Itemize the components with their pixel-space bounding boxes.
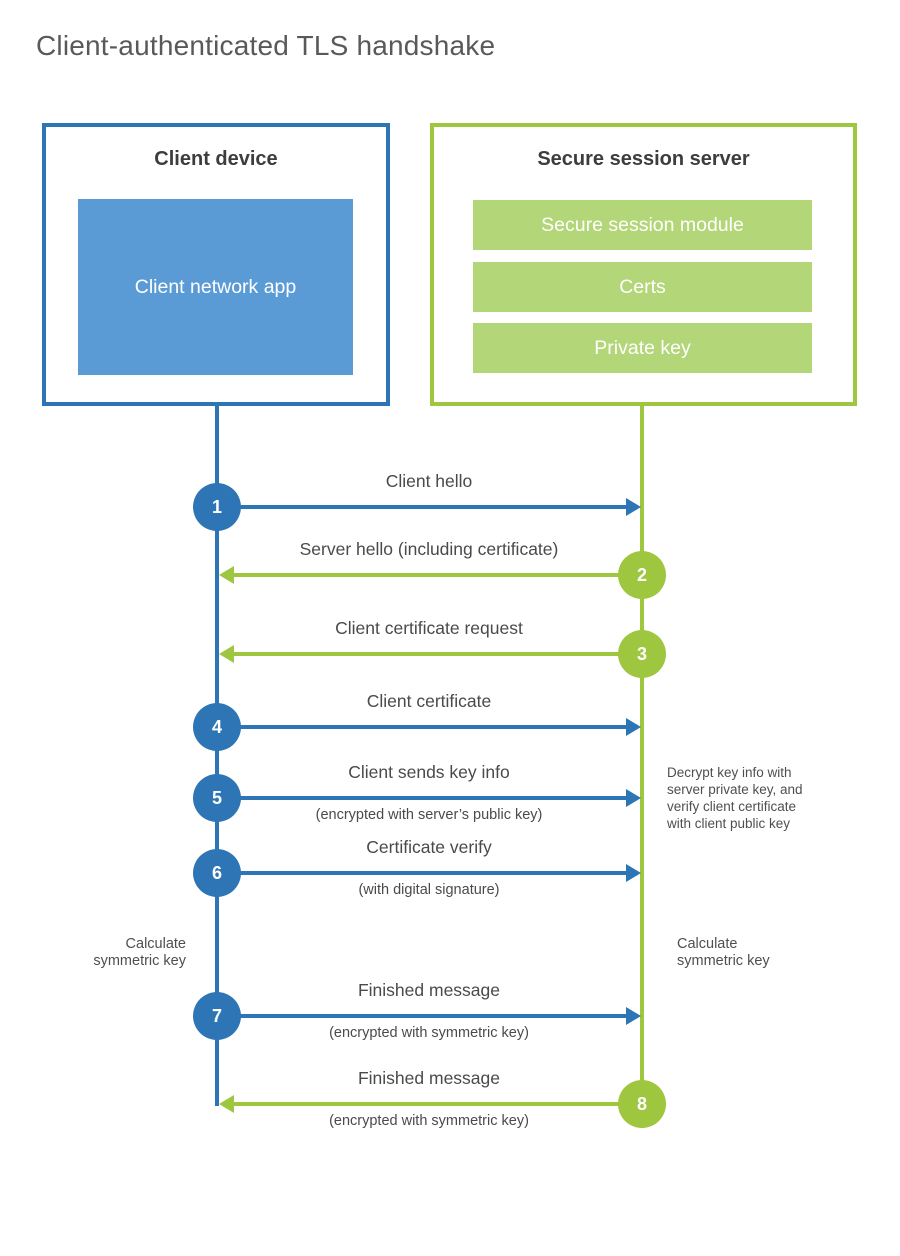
- arrow-right-icon: [626, 1007, 641, 1025]
- arrow-shaft: [217, 1014, 626, 1018]
- secure-session-server-box: Secure session server Secure session mod…: [430, 123, 857, 406]
- step-number: 8: [636, 1093, 647, 1114]
- calculate-symmetric-key-server: Calculate symmetric key: [677, 936, 770, 969]
- client-network-app-block: Client network app: [78, 199, 353, 375]
- arrow-right-icon: [626, 718, 641, 736]
- step-5-badge: 5: [193, 774, 241, 822]
- client-network-app-label: Client network app: [134, 275, 297, 298]
- message-sublabel: (encrypted with symmetric key): [329, 1113, 529, 1129]
- step-number: 4: [211, 716, 222, 737]
- calculate-symmetric-key-client: Calculate symmetric key: [93, 936, 186, 969]
- arrow-shaft: [217, 725, 626, 729]
- arrow-shaft: [217, 505, 626, 509]
- message-label: Finished message: [357, 980, 501, 1000]
- message-label: Client certificate request: [335, 618, 523, 638]
- decrypt-key-note: Decrypt key info with server private key…: [667, 765, 803, 831]
- message-label: Client certificate: [366, 691, 492, 711]
- step-number: 2: [636, 564, 647, 585]
- step-number: 7: [211, 1005, 222, 1026]
- step-number: 3: [636, 643, 647, 664]
- step-8-badge: 8: [618, 1080, 666, 1128]
- message-sublabel: (encrypted with symmetric key): [329, 1025, 529, 1041]
- server-module-bar: Secure session module: [473, 200, 812, 250]
- arrow-left-icon: [219, 566, 234, 584]
- message-label: Server hello (including certificate): [299, 539, 559, 559]
- arrow-right-icon: [626, 789, 641, 807]
- page-title: Client-authenticated TLS handshake: [36, 30, 496, 61]
- arrow-shaft: [234, 652, 642, 656]
- message-label: Client hello: [385, 471, 473, 491]
- step-4-badge: 4: [193, 703, 241, 751]
- arrow-shaft: [217, 796, 626, 800]
- client-device-title: Client device: [154, 148, 278, 170]
- client-lifeline: [215, 406, 219, 1106]
- arrow-right-icon: [626, 498, 641, 516]
- step-number: 1: [211, 496, 222, 517]
- arrow-shaft: [234, 573, 642, 577]
- message-sublabel: (encrypted with server’s public key): [315, 807, 543, 823]
- client-device-box: Client device Client network app: [42, 123, 390, 406]
- step-3-badge: 3: [618, 630, 666, 678]
- arrow-shaft: [234, 1102, 642, 1106]
- server-module-bar: Certs: [473, 262, 812, 312]
- server-lifeline: [640, 406, 644, 1128]
- secure-session-server-title: Secure session server: [537, 148, 750, 170]
- arrow-left-icon: [219, 1095, 234, 1113]
- message-sublabel: (with digital signature): [358, 882, 500, 898]
- server-module-bar: Private key: [473, 323, 812, 373]
- message-label: Client sends key info: [348, 762, 510, 782]
- arrow-right-icon: [626, 864, 641, 882]
- step-6-badge: 6: [193, 849, 241, 897]
- step-number: 5: [211, 787, 222, 808]
- step-7-badge: 7: [193, 992, 241, 1040]
- step-1-badge: 1: [193, 483, 241, 531]
- arrow-shaft: [217, 871, 626, 875]
- message-label: Certificate verify: [366, 837, 492, 857]
- arrow-left-icon: [219, 645, 234, 663]
- message-label: Finished message: [357, 1068, 501, 1088]
- step-2-badge: 2: [618, 551, 666, 599]
- step-number: 6: [211, 862, 222, 883]
